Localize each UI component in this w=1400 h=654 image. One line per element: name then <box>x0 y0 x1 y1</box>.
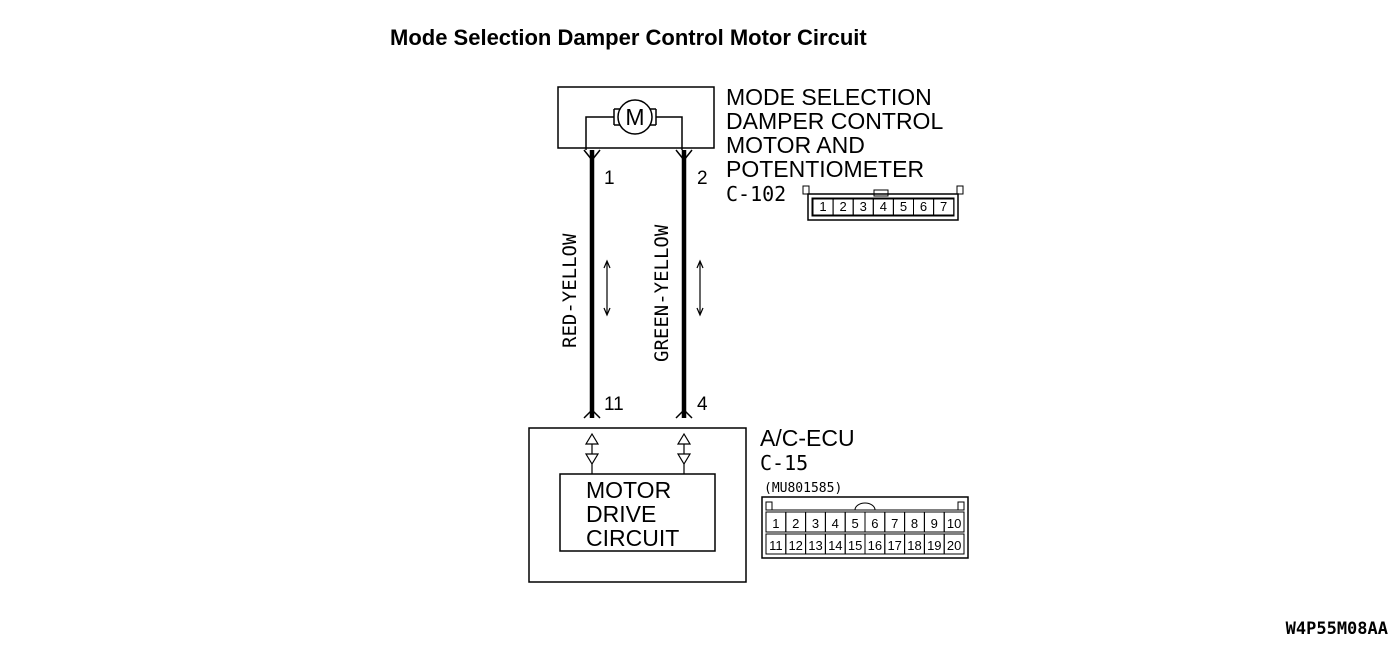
c15-pin-2: 2 <box>792 516 799 531</box>
motor-component: M <box>557 86 715 150</box>
motor-symbol-letter: M <box>625 104 644 130</box>
wire-color-red-yellow: RED-YELLOW <box>559 233 581 348</box>
c102-pin-4: 4 <box>880 199 887 214</box>
motor-name-line-4: POTENTIOMETER <box>726 156 924 182</box>
c102-pin-2: 2 <box>840 199 847 214</box>
c15-pin-10: 10 <box>947 516 961 531</box>
c15-pin-6: 6 <box>871 516 878 531</box>
c102-cell <box>933 198 955 216</box>
c15-pin-5: 5 <box>851 516 858 531</box>
c15-pin-8: 8 <box>911 516 918 531</box>
c15-pin-15: 15 <box>848 538 862 553</box>
motor-symbol <box>617 99 653 135</box>
wire-red-yellow <box>583 149 601 419</box>
motor-name-line-1: MODE SELECTION <box>726 84 932 110</box>
diagram-title: Mode Selection Damper Control Motor Circ… <box>390 25 867 50</box>
c15-pin-3: 3 <box>812 516 819 531</box>
wire-green-yellow <box>675 149 693 419</box>
c15-pin-7: 7 <box>891 516 898 531</box>
c102-pin-7: 7 <box>940 199 947 214</box>
c15-pin-16: 16 <box>868 538 882 553</box>
c15-pin-18: 18 <box>907 538 921 553</box>
c15-pin-1: 1 <box>772 516 779 531</box>
ecu-circuit-line-1: MOTOR <box>586 477 671 503</box>
c15-pin-20: 20 <box>947 538 961 553</box>
ecu-pin-11-label: 11 <box>604 394 624 415</box>
ecu-circuit-line-3: CIRCUIT <box>586 525 679 551</box>
figure-code: W4P55M08AA <box>1286 619 1388 639</box>
c15-pin-11: 11 <box>769 538 783 553</box>
c102-pin-5: 5 <box>900 199 907 214</box>
c102-pin-1: 1 <box>819 199 826 214</box>
motor-connector-label: C-102 <box>726 182 786 206</box>
ecu-circuit-line-2: DRIVE <box>586 501 656 527</box>
c15-cell <box>943 511 965 533</box>
motor-drive-circuit-box <box>559 473 716 552</box>
motor-component-box <box>557 86 715 149</box>
c15-pin-13: 13 <box>808 538 822 553</box>
ecu-outline <box>528 427 747 583</box>
c15-pin-9: 9 <box>931 516 938 531</box>
current-direction-arrow-2 <box>696 259 704 317</box>
c15-pin-19: 19 <box>927 538 941 553</box>
motor-name-line-2: DAMPER CONTROL <box>726 108 943 134</box>
c102-pin-3: 3 <box>860 199 867 214</box>
motor-name-line-3: MOTOR AND <box>726 132 865 158</box>
c15-pin-17: 17 <box>887 538 901 553</box>
current-direction-arrow-1 <box>603 259 611 317</box>
c15-cell <box>943 533 965 555</box>
ecu-part-number: (MU801585) <box>764 481 842 496</box>
wire-color-green-yellow: GREEN-YELLOW <box>651 224 673 362</box>
c15-pin-12: 12 <box>788 538 802 553</box>
ecu-box: MOTOR DRIVE CIRCUIT <box>528 427 747 583</box>
ecu-connector-label: C-15 <box>760 451 808 475</box>
motor-pin-2-label: 2 <box>697 168 708 189</box>
c15-pin-14: 14 <box>828 538 842 553</box>
motor-pin-1-label: 1 <box>604 168 615 189</box>
ecu-name: A/C-ECU <box>760 425 855 451</box>
c102-pin-6: 6 <box>920 199 927 214</box>
c15-pin-4: 4 <box>832 516 839 531</box>
ecu-pin-4-label: 4 <box>697 394 708 415</box>
